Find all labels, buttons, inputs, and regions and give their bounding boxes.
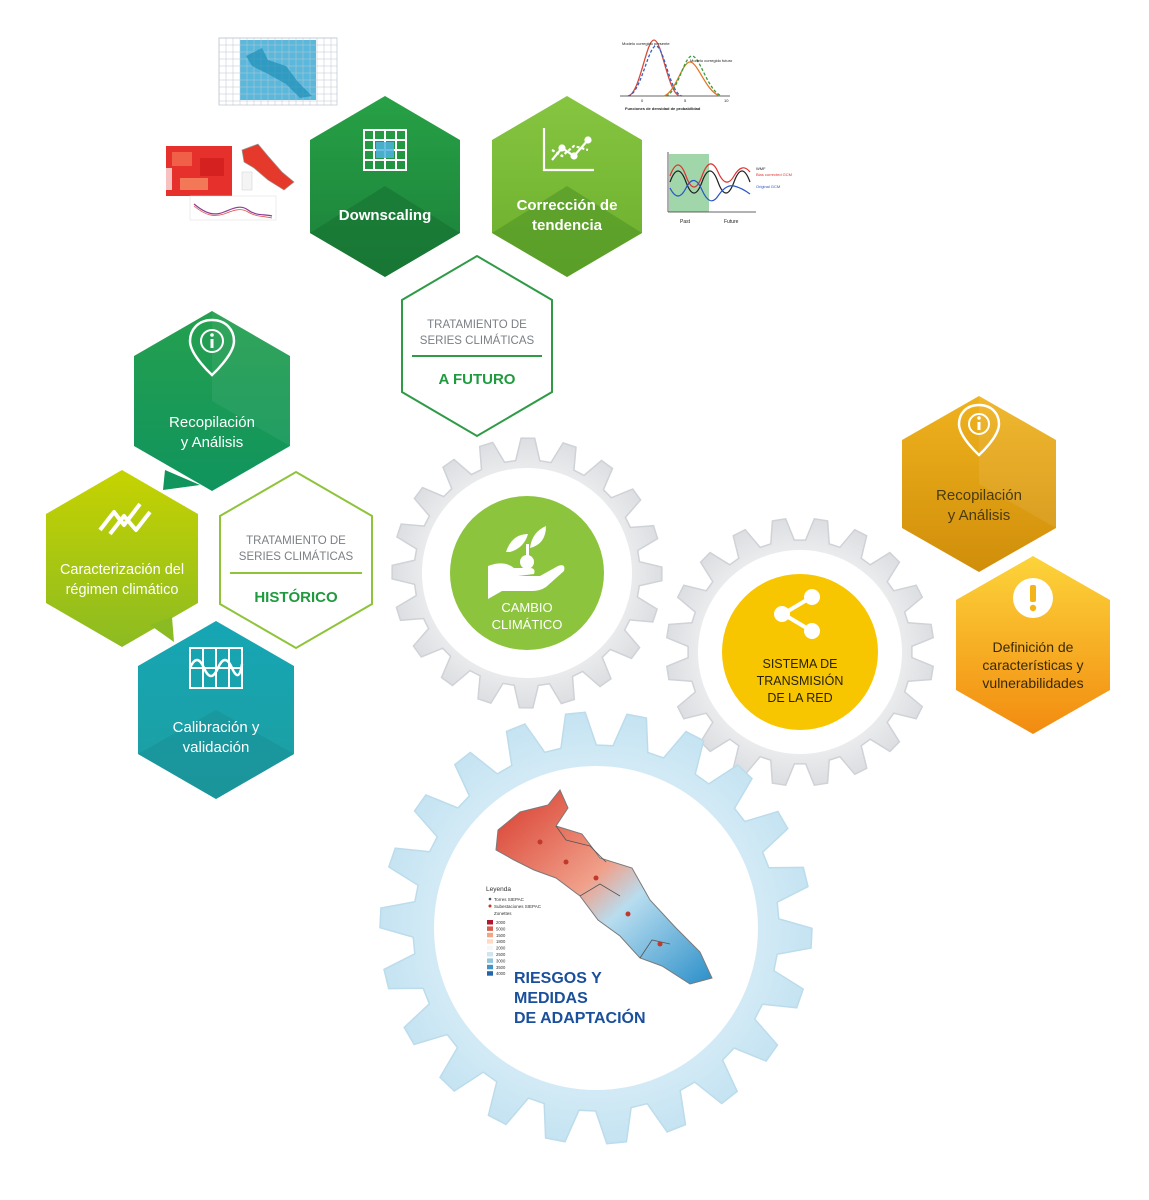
legend-scale-label: 3000 — [496, 958, 506, 963]
exclamation-icon — [1013, 578, 1053, 618]
historic-panel-line2: SERIES CLIMÁTICAS — [239, 550, 354, 563]
downscaling-label: Downscaling — [339, 207, 432, 224]
cambio-label-line2: CLIMÁTICO — [492, 617, 563, 632]
hand-plant-icon — [488, 526, 565, 599]
pdf-title-left: Modelo corregido presente — [622, 41, 670, 46]
legend-scale-label: 3500 — [496, 965, 506, 970]
series-axis-future: Future — [724, 219, 739, 225]
recopilacion-green-line2: y Análisis — [181, 434, 244, 451]
historic-panel-hex: TRATAMIENTO DE SERIES CLIMÁTICAS HISTÓRI… — [219, 470, 373, 650]
central-america-risk-map — [495, 789, 713, 985]
legend-swatch — [487, 971, 493, 976]
pdf-title-right: Modelo corregido futuro — [690, 58, 733, 63]
future-panel-line1: TRATAMIENTO DE — [427, 319, 527, 331]
legend-item-2: Zonettes — [494, 911, 512, 916]
correccion-label-line2: tendencia — [532, 217, 603, 234]
zigzag-trend-icon — [98, 502, 152, 536]
definicion-hex[interactable]: Definición de características y vulnerab… — [956, 556, 1110, 734]
pdf-tick-0: 0 — [641, 98, 644, 103]
legend-item-0: Torres SIEPAC — [494, 897, 525, 902]
definicion-line3: vulnerabilidades — [982, 675, 1083, 691]
calibracion-line2: validación — [183, 739, 250, 756]
legend-scale-label: 2500 — [496, 952, 506, 957]
future-panel-hex: TRATAMIENTO DE SERIES CLIMÁTICAS A FUTUR… — [401, 254, 553, 438]
map-legend: Leyenda Torres SIEPAC Subestaciones SIEP… — [486, 886, 542, 976]
historic-panel-line1: TRATAMIENTO DE — [246, 535, 346, 547]
caracterizacion-tail — [150, 617, 174, 642]
sistema-label-line1: SISTEMA DE — [762, 657, 837, 671]
cambio-label-line1: CAMBIO — [501, 600, 552, 615]
sistema-label-line3: DE LA RED — [767, 691, 832, 705]
series-legend-0: WMF — [756, 166, 766, 171]
series-legend-1: Bias corrected GCM — [756, 172, 792, 177]
recopilacion-green-tail — [163, 470, 200, 490]
caracterizacion-line1: Caracterización del — [60, 562, 184, 578]
recopilacion-orange-hex[interactable]: Recopilación y Análisis — [902, 396, 1056, 572]
legend-swatch — [487, 958, 493, 963]
pdf-tick-1: 5 — [684, 98, 687, 103]
legend-scale-label: 5000 — [496, 926, 506, 931]
historic-panel-title: HISTÓRICO — [254, 588, 338, 606]
legend-swatch — [487, 926, 493, 931]
grid-icon-highlight — [376, 142, 394, 158]
caracterizacion-line2: régimen climático — [66, 582, 179, 598]
series-axis-past: Past — [680, 219, 691, 225]
legend-scale-label: 1800 — [496, 939, 506, 944]
legend-scale-label: 2000 — [496, 920, 506, 925]
legend-scale-label: 2000 — [496, 946, 506, 951]
recopilacion-green-line1: Recopilación — [169, 414, 255, 431]
definicion-line1: Definición de — [993, 639, 1074, 655]
riesgos-label-line1: RIESGOS Y — [514, 970, 602, 987]
legend-swatch — [487, 920, 493, 925]
sistema-gear-center — [722, 574, 878, 730]
pdf-caption: Funciones de densidad de probabilidad — [625, 106, 701, 111]
recopilacion-green-hex[interactable]: Recopilación y Análisis — [134, 311, 290, 491]
legend-scale-label: 4000 — [496, 971, 506, 976]
series-legend-2: Original GCM — [756, 184, 780, 189]
recopilacion-orange-line1: Recopilación — [936, 487, 1022, 504]
info-pin-icon — [188, 318, 236, 377]
legend-swatch — [487, 952, 493, 957]
downscaling-hex[interactable]: Downscaling — [310, 96, 460, 277]
pdf-chart-thumbnail: Modelo corregido presente Modelo corregi… — [620, 39, 733, 111]
heatmap-thumbnail — [166, 143, 295, 221]
info-pin-icon — [957, 403, 1001, 457]
pdf-tick-2: 10 — [724, 98, 729, 103]
correccion-hex[interactable]: Corrección de tendencia — [492, 96, 642, 277]
legend-scale-label: 1500 — [496, 933, 506, 938]
sistema-label-line2: TRANSMISIÓN — [757, 673, 844, 688]
oscilloscope-icon — [188, 647, 244, 689]
caracterizacion-hex[interactable]: Caracterización del régimen climático — [46, 470, 198, 647]
riesgos-label-line2: MEDIDAS — [514, 990, 588, 1007]
correccion-label-line1: Corrección de — [517, 197, 618, 214]
riesgos-label-line3: DE ADAPTACIÓN — [514, 1008, 646, 1027]
legend-swatch — [487, 939, 493, 944]
share-network-icon — [774, 589, 820, 639]
legend-item-1: Subestaciones SIEPAC — [494, 904, 542, 909]
legend-swatch — [487, 964, 493, 970]
calibracion-hex[interactable]: Calibración y validación — [138, 621, 294, 799]
series-chart-thumbnail: WMF Bias corrected GCM Original GCM Past… — [667, 152, 792, 225]
legend-title: Leyenda — [486, 886, 511, 893]
definicion-line2: características y — [982, 657, 1083, 673]
legend-swatch — [487, 945, 493, 951]
legend-swatch — [487, 932, 493, 938]
calibracion-line1: Calibración y — [173, 719, 260, 736]
recopilacion-orange-line2: y Análisis — [948, 507, 1011, 524]
trend-chart-icon — [542, 128, 594, 172]
riesgos-gear-hub — [434, 766, 758, 1090]
grid-map-thumbnail — [218, 37, 338, 106]
future-panel-line2: SERIES CLIMÁTICAS — [420, 334, 535, 347]
future-panel-title: A FUTURO — [439, 371, 516, 388]
